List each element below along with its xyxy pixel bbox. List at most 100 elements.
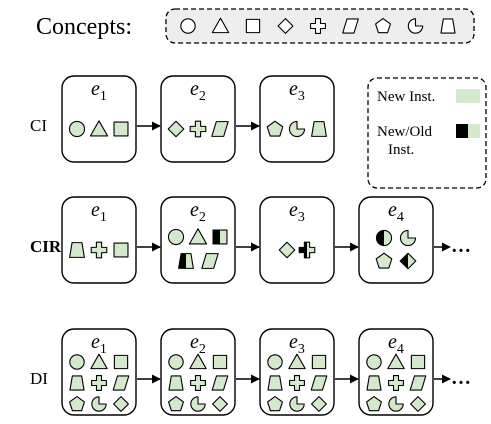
episode-frame: [160, 75, 236, 163]
pentagon-shape: [266, 120, 284, 137]
triangle-shape: [189, 353, 207, 370]
cross-shape: [289, 375, 305, 391]
parallelogram-shape: [409, 375, 427, 391]
episode-box: e3: [259, 75, 335, 163]
episode-box: e3: [259, 328, 335, 416]
pentagon-shape: [69, 396, 85, 412]
episode-box: e1: [61, 196, 137, 284]
triangle-shape: [288, 353, 306, 370]
trapezoid-shape: [178, 253, 194, 269]
episode-title: e1: [91, 199, 107, 225]
pentagon-shape: [267, 396, 283, 412]
square-shape: [212, 229, 228, 245]
episode-frame: [259, 328, 335, 416]
triangle-shape: [89, 120, 109, 137]
circle-shape: [366, 354, 382, 370]
pacman-shape: [388, 396, 404, 412]
square-shape: [212, 354, 228, 370]
cross-shape: [298, 241, 316, 259]
parallelogram-shape: [211, 375, 229, 391]
episode-frame: [259, 75, 335, 163]
episode-symbol: e: [388, 199, 397, 221]
episode-title: e3: [289, 199, 305, 225]
episode-index: 1: [100, 89, 107, 104]
continuation-ellipsis: …: [451, 235, 471, 257]
concept-cross-shape: [310, 18, 326, 34]
episode-title: e2: [190, 331, 206, 357]
legend-mix-label-line1: New/Old: [377, 124, 432, 140]
episode-index: 4: [397, 342, 404, 357]
episode-index: 3: [298, 342, 305, 357]
parallelogram-shape: [112, 375, 130, 391]
episode-title: e3: [289, 78, 305, 104]
continuation-ellipsis: …: [451, 367, 471, 389]
row-label: DI: [30, 369, 48, 388]
row-label: CIR: [30, 237, 62, 256]
episode-frame: [61, 75, 137, 163]
pacman-shape: [289, 396, 305, 412]
episode-index: 3: [298, 210, 305, 225]
trapezoid-shape: [311, 121, 327, 137]
episode-symbol: e: [289, 199, 298, 221]
episode-symbol: e: [91, 78, 100, 100]
concept-diamond-shape: [277, 18, 294, 34]
concept-shapes: [180, 17, 456, 34]
episode-frame: [61, 328, 137, 416]
diamond-shape: [278, 241, 296, 259]
concept-pentagon-shape: [375, 18, 391, 34]
legend-mix-label-line2: Inst.: [388, 142, 414, 158]
concept-triangle-shape: [211, 17, 230, 34]
episode-box: e1: [61, 75, 137, 163]
episode-index: 2: [199, 342, 206, 357]
cross-shape: [189, 120, 207, 138]
diamond-shape: [399, 252, 417, 270]
episode-title: e2: [190, 78, 206, 104]
episode-title: e2: [190, 199, 206, 225]
concept-trapezoid-shape: [440, 18, 456, 34]
legend-new-swatch: [456, 89, 480, 103]
row-label: CI: [30, 116, 47, 135]
legend-mix-swatch: [456, 124, 480, 138]
diamond-shape: [167, 120, 185, 138]
pentagon-shape: [375, 252, 393, 269]
cross-shape: [90, 241, 108, 259]
circle-shape: [68, 120, 86, 138]
pacman-shape: [399, 229, 417, 247]
concepts-label: Concepts:: [36, 14, 132, 40]
pacman-shape: [91, 396, 107, 412]
parallelogram-shape: [310, 375, 328, 391]
triangle-shape: [387, 353, 405, 370]
legend-new-label: New Inst.: [377, 89, 435, 105]
episode-symbol: e: [388, 331, 397, 353]
diamond-shape: [113, 396, 129, 412]
trapezoid-shape: [168, 375, 184, 391]
square-shape: [113, 121, 129, 137]
episode-symbol: e: [289, 78, 298, 100]
episode-index: 3: [298, 89, 305, 104]
episode-index: 4: [397, 210, 404, 225]
circle-shape: [267, 354, 283, 370]
square-shape: [113, 354, 129, 370]
triangle-shape: [90, 353, 108, 370]
square-shape: [410, 354, 426, 370]
episode-title: e3: [289, 331, 305, 357]
episode-title: e4: [388, 331, 404, 357]
circle-shape: [69, 354, 85, 370]
episode-symbol: e: [289, 331, 298, 353]
episode-frame: [358, 328, 434, 416]
episode-box: e2: [160, 328, 236, 416]
trapezoid-shape: [69, 242, 85, 258]
episode-frame: [259, 196, 335, 284]
episode-index: 1: [100, 210, 107, 225]
episode-symbol: e: [91, 331, 100, 353]
episode-index: 2: [199, 89, 206, 104]
episode-symbol: e: [190, 331, 199, 353]
parallelogram-shape: [201, 253, 219, 269]
episode-title: e1: [91, 331, 107, 357]
pentagon-shape: [168, 396, 184, 412]
trapezoid-shape: [366, 375, 382, 391]
episode-box: e4: [358, 196, 434, 284]
